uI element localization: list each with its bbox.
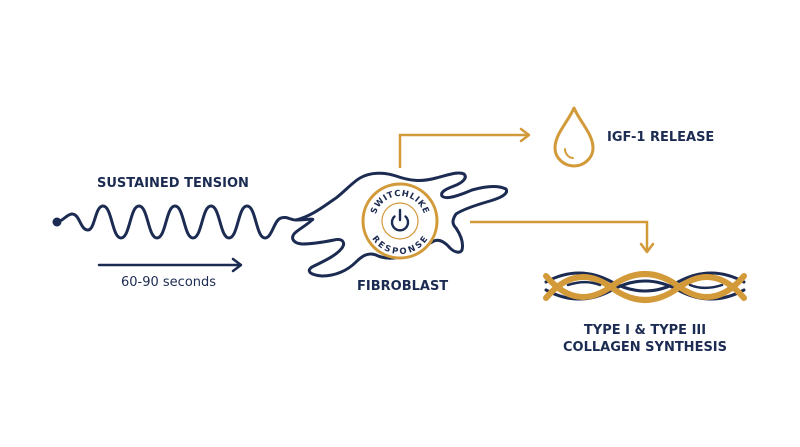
igf-release-label: IGF-1 RELEASE xyxy=(607,130,714,145)
arrow-to-collagen xyxy=(470,220,655,254)
fibroblast-cell-icon xyxy=(291,171,509,278)
droplet-icon xyxy=(553,106,595,168)
sustained-tension-label: SUSTAINED TENSION xyxy=(97,176,249,191)
fibroblast-label: FIBROBLAST xyxy=(357,279,448,294)
collagen-label-line2: COLLAGEN SYNTHESIS xyxy=(563,340,727,355)
collagen-helix-icon xyxy=(543,271,747,303)
switchlike-response-badge: SWITCHLIKE RESPONSE xyxy=(361,182,439,260)
duration-arrow xyxy=(97,257,243,273)
switch-inner-ring xyxy=(381,202,419,240)
sine-wave-icon xyxy=(52,204,298,240)
duration-label: 60-90 seconds xyxy=(121,275,216,290)
collagen-label-line1: TYPE I & TYPE III xyxy=(584,323,706,338)
power-icon xyxy=(390,208,410,232)
arrow-to-igf xyxy=(398,127,531,168)
wave-line xyxy=(55,204,298,240)
